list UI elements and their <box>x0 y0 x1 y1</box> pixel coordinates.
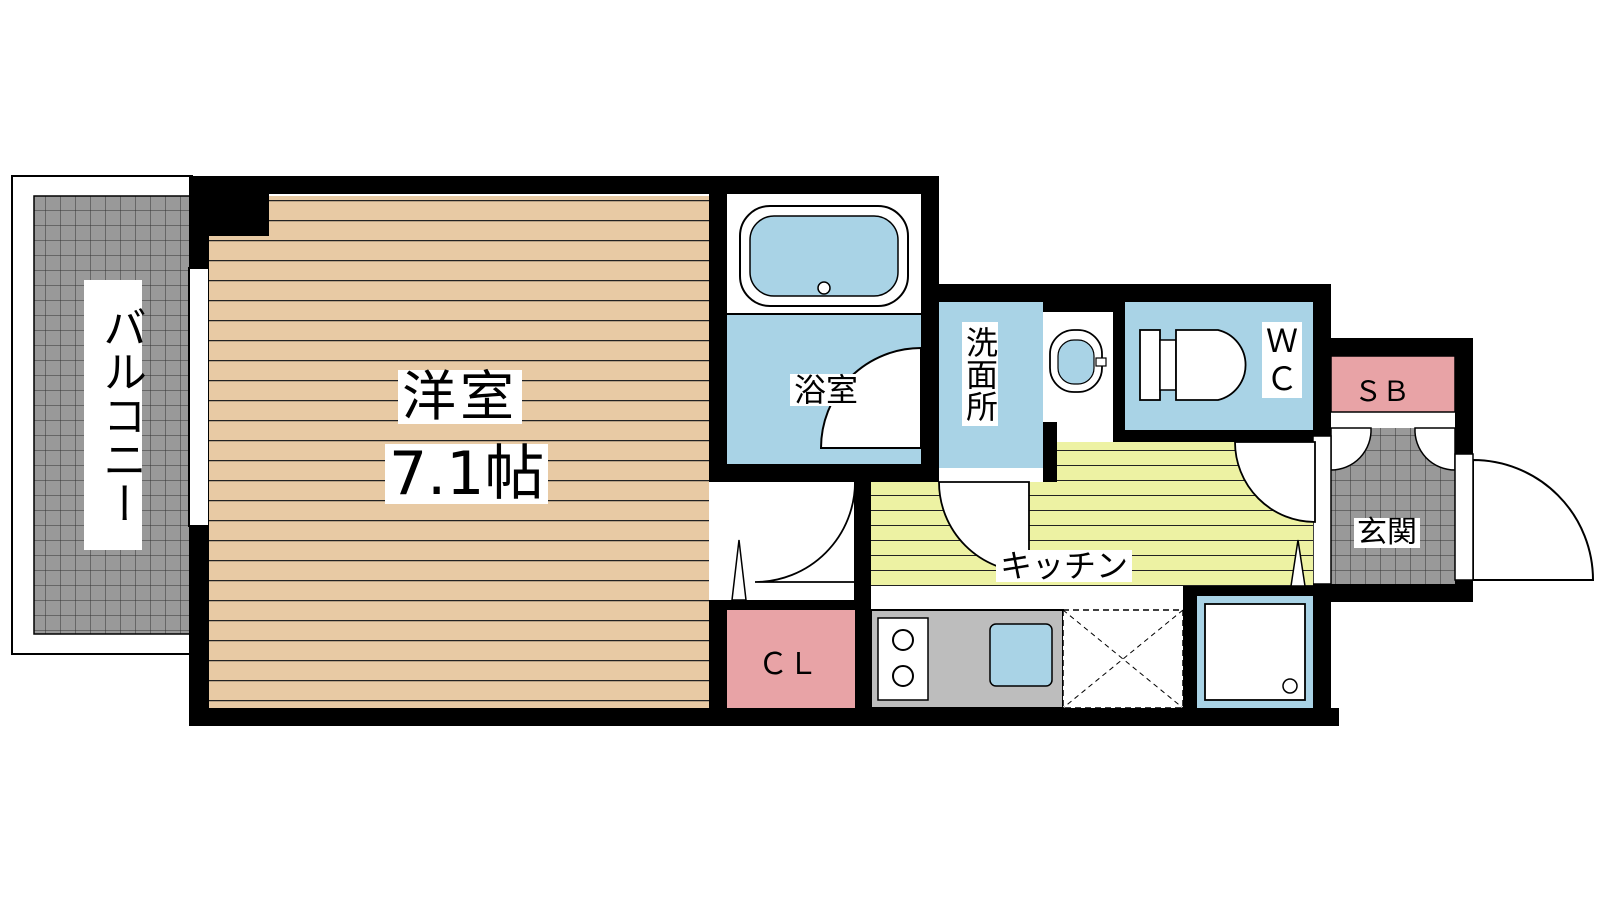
shoe-box-label: ＳＢ <box>1354 375 1411 408</box>
toilet-icon <box>1139 329 1161 401</box>
balcony-label: バルコニー <box>84 280 146 550</box>
walls <box>188 176 1473 726</box>
toilet-label: ＷＣ <box>1262 322 1302 398</box>
bathroom-label: 浴室 <box>790 374 863 406</box>
closet-label: ＣＬ <box>758 647 818 682</box>
closet-door-swing <box>754 481 856 583</box>
western-room-name: 洋室 <box>398 370 522 424</box>
kitchen-label: キッチン <box>996 550 1133 582</box>
fridge-space <box>1062 609 1184 709</box>
shoe-box <box>1330 355 1456 413</box>
western-room-size: 7.1帖 <box>385 444 549 504</box>
closet <box>727 610 855 708</box>
entrance <box>1312 427 1595 585</box>
front-door-swing <box>1472 458 1595 581</box>
entrance-label: 玄関 <box>1354 518 1420 548</box>
sink-icon <box>989 623 1053 687</box>
balcony <box>11 175 193 655</box>
washroom-label: 洗面所 <box>961 322 999 426</box>
bathroom <box>727 194 922 464</box>
